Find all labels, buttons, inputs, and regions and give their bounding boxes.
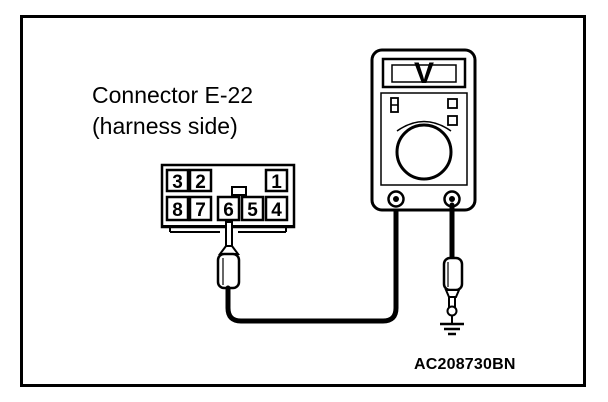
pin-cavity-5 [240,195,265,222]
pin-number-8: 8 [172,200,183,221]
connector-title: Connector E-22 [92,82,254,108]
pin-number-4: 4 [271,200,282,221]
mode-button-icon [447,115,458,126]
pin-number-1: 1 [271,172,282,193]
pin-number-3: 3 [172,172,183,193]
pin-cavity-4 [264,195,289,222]
test-lead-wire [225,195,399,324]
pin-cavity-3 [165,168,190,193]
connector-subtitle: (harness side) [92,113,238,139]
pin-number-5: 5 [247,200,258,221]
pin-number-2: 2 [195,172,206,193]
probe-pin-6 [216,221,241,290]
connector-lock-tab [231,186,247,196]
pin-cavity-7 [188,195,213,222]
pin-cavity-1 [264,168,289,193]
figure-frame [20,15,586,387]
rotary-dial-icon [395,123,453,181]
multimeter: V [370,48,477,212]
pin-cavity-2 [188,168,213,193]
pin-cavity-6 [216,195,241,222]
ground-lead [442,202,464,323]
pin-number-7: 7 [195,200,206,221]
hold-button-icon [447,98,458,109]
figure-code: AC208730BN [414,356,516,373]
ground-symbol-icon [440,322,464,336]
multimeter-display-symbol: V [414,57,434,90]
pin-number-6: 6 [223,200,234,221]
pin-cavity-8 [165,195,190,222]
